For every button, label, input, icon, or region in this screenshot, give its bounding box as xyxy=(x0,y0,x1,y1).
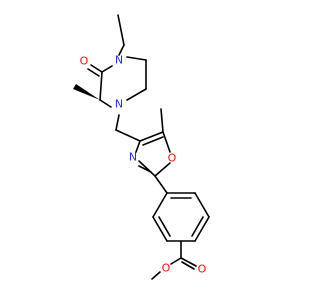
atom-o-oxazole: O xyxy=(168,152,177,165)
atom-n-piperazine-top: N xyxy=(115,54,123,67)
bond-c2-n3-double xyxy=(138,165,152,173)
bond-c4-c5-double xyxy=(142,136,164,146)
bond-co-a xyxy=(90,64,103,73)
bond-c4-c5 xyxy=(139,131,164,142)
bond-benz-6 xyxy=(152,192,168,218)
bond-c5-n4 xyxy=(126,56,147,61)
atom-labels: N N O N O O O xyxy=(80,54,207,276)
bond-n4-c3 xyxy=(101,65,113,73)
bond-ethyl-ch3 xyxy=(117,14,125,46)
svg-text:O: O xyxy=(162,262,171,275)
bond-n1-ch2 xyxy=(115,114,120,131)
wedge-bond-methyl xyxy=(73,84,100,100)
bonds xyxy=(73,14,210,280)
atom-n-piperazine-bottom: N xyxy=(115,98,123,111)
svg-text:N: N xyxy=(115,98,123,111)
atom-o-ester-ether: O xyxy=(162,262,171,275)
bond-c2-n3 xyxy=(138,160,156,177)
atom-n-oxazole: N xyxy=(129,151,137,164)
bond-ch2-c4 xyxy=(115,129,141,142)
bond-benz-5 xyxy=(152,216,168,242)
bond-benz-double-3 xyxy=(158,216,171,237)
bond-benz-3 xyxy=(194,216,210,242)
bond-co-b xyxy=(87,68,100,77)
atom-o-ester-carbonyl: O xyxy=(198,263,207,276)
bond-ester-co-a xyxy=(180,257,197,267)
bond-o1-c2 xyxy=(154,162,171,177)
svg-text:O: O xyxy=(168,152,177,165)
atom-o-ketone: O xyxy=(80,55,89,68)
bond-c5-o1 xyxy=(162,131,171,153)
svg-text:O: O xyxy=(198,263,207,276)
bond-c5-methyl xyxy=(160,108,164,133)
bond-benz-2 xyxy=(194,192,210,218)
structure-canvas: N N O N O O O xyxy=(73,14,210,280)
bond-ethyl-ch2-n xyxy=(118,44,125,56)
svg-text:O: O xyxy=(80,55,89,68)
molecule-drawing: N N O N O O O xyxy=(73,14,210,280)
bond-n1-c6 xyxy=(126,88,147,101)
bond-benz-double-2 xyxy=(191,216,204,237)
bond-c3-c2 xyxy=(99,71,103,101)
bond-c2-n1 xyxy=(99,99,112,108)
svg-text:N: N xyxy=(115,54,123,67)
bond-n3-c4 xyxy=(135,140,141,153)
svg-text:N: N xyxy=(129,151,137,164)
bond-ester-o-ch3 xyxy=(151,271,161,280)
bond-ester-c-o xyxy=(170,257,182,265)
bond-oxazole-benzene xyxy=(154,175,168,194)
bond-ester-co-b xyxy=(181,261,195,270)
